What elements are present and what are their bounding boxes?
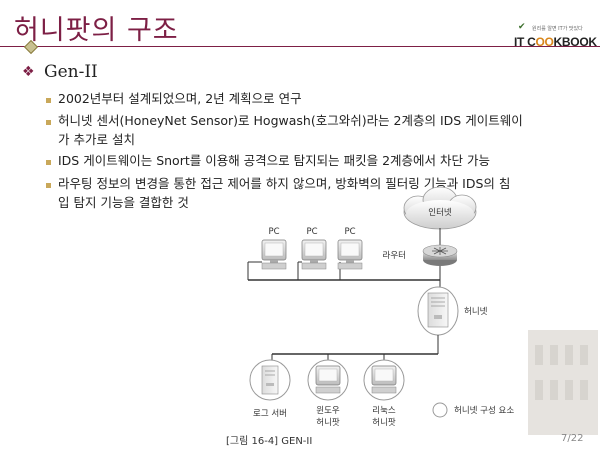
honeynet-label: 허니넷 [464,306,488,317]
windows-honeypot-label: 허니팟 [316,417,340,428]
legend-label: 허니넷 구성 요소 [454,405,514,416]
linux-honeypot-label: 허니팟 [372,417,396,428]
linux-honeypot-icon [363,359,405,401]
logo-suffix: KBOOK [553,35,597,49]
pc-icon-3 [337,239,363,270]
linux-honeypot-label: 리눅스 [372,406,396,416]
it-cookbook-logo: IT COOKBOOK [514,35,597,49]
slide-title: 허니팟의 구조 [14,15,179,46]
list-item: 2002년부터 설계되었으며, 2년 계획으로 연구 [58,89,578,108]
router-icon [422,244,458,266]
item-text: IDS 게이트웨이는 Snort를 이용해 공격으로 탐지되는 패킷을 2계층에… [58,153,491,168]
diamond-bullet-icon: ❖ [22,64,35,80]
item-text: 허니넷 센서(HoneyNet Sensor)로 Hogwash(호그와쉬)라는… [58,113,523,128]
logo-prefix: IT C [514,35,536,49]
pc-icon-2 [301,239,327,270]
pc-label: PC [344,227,355,237]
checkmark-icon: ✔ [518,22,526,32]
item-text-cont: 가 추가로 설치 [58,132,135,147]
item-text: 2002년부터 설계되었으며, 2년 계획으로 연구 [58,91,302,106]
windows-honeypot-icon [307,359,349,401]
pc-icon-1 [261,239,287,270]
item-text-cont: 입 탐지 기능을 결합한 것 [58,195,189,210]
square-bullet-icon [46,183,51,188]
title-divider [0,46,600,47]
list-item: 허니넷 센서(HoneyNet Sensor)로 Hogwash(호그와쉬)라는… [58,111,578,149]
internet-label: 인터넷 [428,207,452,218]
windows-honeypot-label: 윈도우 [316,406,340,416]
internet-cloud-icon [403,186,477,230]
square-bullet-icon [46,120,51,125]
item-text: 라우팅 정보의 변경을 통한 접근 제어를 하지 않으며, 방화벽의 필터링 기… [58,176,511,191]
section-heading: Gen-II [44,62,98,82]
list-item: IDS 게이트웨이는 Snort를 이용해 공격으로 탐지되는 패킷을 2계층에… [58,151,578,170]
square-bullet-icon [46,160,51,165]
square-bullet-icon [46,98,51,103]
figure-caption: [그림 16-4] GEN-II [226,436,313,447]
log-server-icon [249,359,291,401]
legend-circle-icon [432,402,448,418]
log-server-label: 로그 서버 [253,408,287,419]
logo-oo: OO [535,35,554,49]
router-label: 라우터 [383,251,406,261]
logo-tagline: 원리를 알면 IT가 맛있다 [532,26,583,32]
pc-label: PC [268,227,279,237]
background-building [528,330,598,435]
list-item: 라우팅 정보의 변경을 통한 접근 제어를 하지 않으며, 방화벽의 필터링 기… [58,174,578,212]
pc-label: PC [306,227,317,237]
page-number: 7/22 [561,433,584,444]
honeynet-gateway-icon [417,286,459,336]
